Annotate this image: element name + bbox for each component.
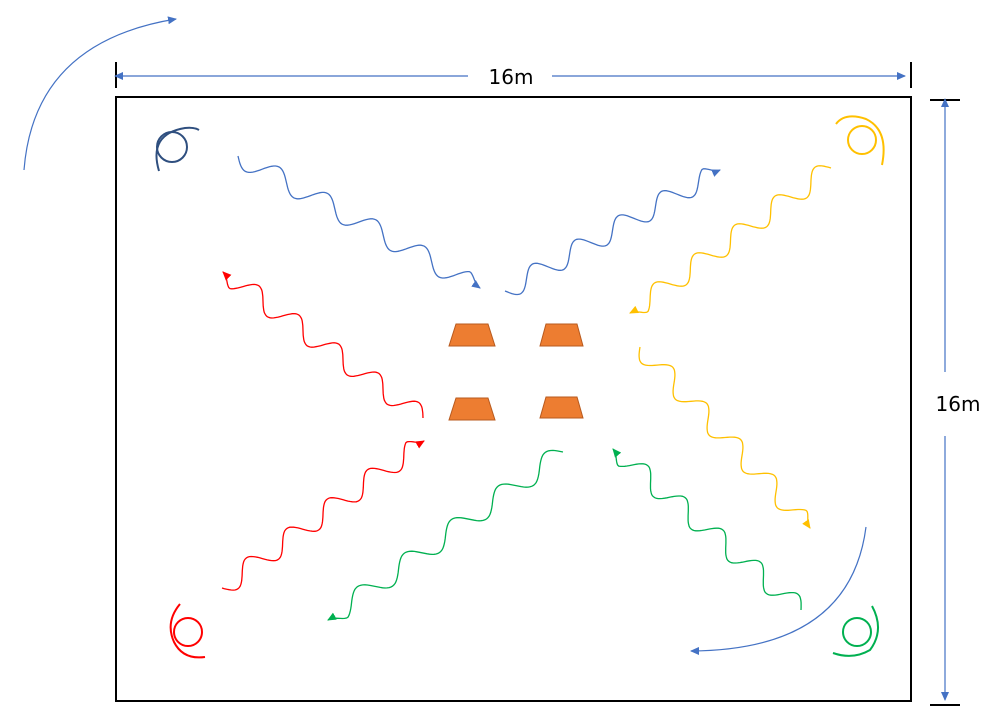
run-path-blue-in: [237, 155, 481, 289]
run-path-yellow-out: [638, 346, 811, 529]
height-label: 16m: [936, 392, 981, 416]
rotation-arrow-bottom-right: [690, 526, 867, 655]
run-paths: [221, 155, 832, 621]
player-blue: [155, 126, 200, 172]
run-path-green-in: [327, 449, 564, 621]
run-path-red-in: [221, 440, 425, 591]
rotation-arrow-top-left: [23, 16, 177, 171]
cones: [448, 323, 584, 421]
run-path-red-out: [222, 271, 424, 419]
run-path-green-out: [612, 448, 802, 611]
width-dimension: 16m: [114, 62, 912, 89]
field-border: [115, 96, 912, 702]
height-dimension: 16m: [930, 98, 981, 706]
player-red: [169, 603, 206, 659]
player-yellow: [835, 115, 885, 166]
cone: [448, 397, 496, 421]
run-path-yellow-in: [629, 165, 832, 314]
cone: [448, 323, 496, 347]
cone: [539, 323, 584, 347]
run-path-blue-out: [504, 168, 721, 296]
player-green: [832, 605, 879, 657]
cone: [539, 396, 584, 419]
width-label: 16m: [489, 65, 534, 89]
